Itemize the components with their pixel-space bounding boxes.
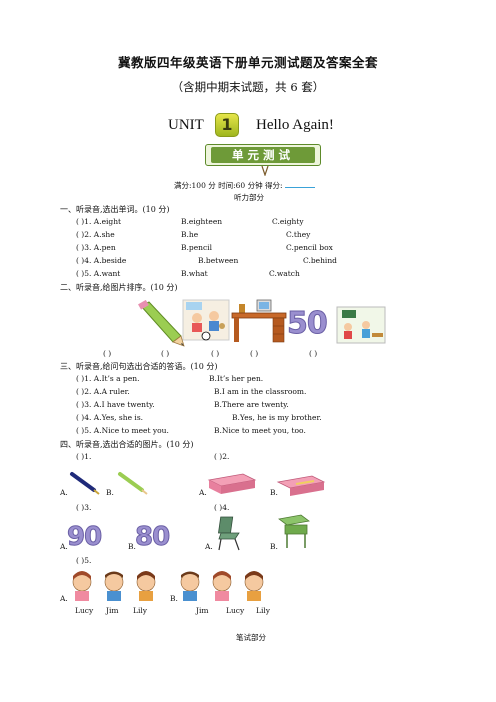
s1-q5-c: C.watch xyxy=(269,269,300,278)
s3-q1[interactable]: ( )1. A.It’s a pen. xyxy=(76,374,140,383)
s4-q4-label-a: A. xyxy=(205,542,213,551)
kids-playing-image xyxy=(182,299,230,341)
s1-q4-b: B.between xyxy=(198,256,239,265)
desk-image xyxy=(278,514,310,548)
test-banner: 单元测试 xyxy=(205,144,321,166)
pencil-small-image xyxy=(118,472,148,495)
number-eighty-image: 80 xyxy=(134,522,170,553)
section3-heading: 三、听录音,给问句选出合适的答语。(10 分) xyxy=(60,362,218,371)
s2-blank-3[interactable]: ( ) xyxy=(211,349,220,358)
s4-q5-label-b: B. xyxy=(170,594,178,603)
unit-prefix: UNIT xyxy=(168,117,204,133)
s1-q1-b: B.eighteen xyxy=(181,217,223,226)
name-b-2: Lucy xyxy=(226,606,245,615)
number-ninety-image: 90 xyxy=(66,522,102,553)
pencil-box-open-image xyxy=(276,475,326,496)
document-title: 冀教版四年级英语下册单元测试题及答案全套 xyxy=(117,55,378,70)
banner-hanger-icon xyxy=(261,166,269,176)
name-a-2: Jim xyxy=(106,606,119,615)
name-a-1: Lucy xyxy=(75,606,94,615)
s3-q3[interactable]: ( )3. A.I have twenty. xyxy=(76,400,155,409)
s1-q5-b: B.what xyxy=(181,269,208,278)
s4-q3-label-b: B. xyxy=(128,542,136,551)
s4-q1-label-b: B. xyxy=(106,488,114,497)
name-b-3: Lily xyxy=(256,606,271,615)
kids-group-a-image xyxy=(72,571,156,601)
chair-image xyxy=(218,516,240,551)
s2-blank-5[interactable]: ( ) xyxy=(309,349,318,358)
s2-blank-2[interactable]: ( ) xyxy=(161,349,170,358)
s1-q4-c: C.behind xyxy=(303,256,337,265)
kids-group-b-image xyxy=(180,571,264,601)
s1-q5[interactable]: ( )5. A.want xyxy=(76,269,121,278)
s4-q3[interactable]: ( )3. xyxy=(76,503,92,512)
score-text: 满分:100 分 时间:60 分钟 得分: xyxy=(174,181,283,190)
s1-q3-b: B.pencil xyxy=(181,243,212,252)
s2-blank-1[interactable]: ( ) xyxy=(103,349,112,358)
section1-heading: 一、听录音,选出单词。(10 分) xyxy=(60,205,170,214)
unit-heading: UNIT 1 Hello Again! xyxy=(0,113,496,139)
s3-q1-b: B.It’s her pen. xyxy=(209,374,264,383)
s1-q3[interactable]: ( )3. A.pen xyxy=(76,243,116,252)
s3-q2[interactable]: ( )2. A.A ruler. xyxy=(76,387,130,396)
s3-q5-b: B.Nice to meet you, too. xyxy=(214,426,306,435)
s1-q1[interactable]: ( )1. A.eight xyxy=(76,217,122,226)
s3-q4-b: B.Yes, he is my brother. xyxy=(232,413,322,422)
s4-q1[interactable]: ( )1. xyxy=(76,452,92,461)
desk-computer-image xyxy=(231,299,287,343)
banner-text: 单元测试 xyxy=(211,147,315,163)
s4-q1-label-a: A. xyxy=(60,488,68,497)
s2-blank-4[interactable]: ( ) xyxy=(250,349,259,358)
s3-q2-b: B.I am in the classroom. xyxy=(214,387,307,396)
pencil-image xyxy=(138,300,185,347)
name-b-1: Jim xyxy=(196,606,209,615)
s1-q2-c: C.they xyxy=(286,230,311,239)
s4-q5-label-a: A. xyxy=(60,594,68,603)
name-a-3: Lily xyxy=(133,606,148,615)
listening-header: 听力部分 xyxy=(234,193,264,202)
s4-q2-label-b: B. xyxy=(270,488,278,497)
s4-q2-label-a: A. xyxy=(199,488,207,497)
s1-q3-c: C.pencil box xyxy=(286,243,333,252)
s1-q2[interactable]: ( )2. A.she xyxy=(76,230,115,239)
s3-q5[interactable]: ( )5. A.Nice to meet you. xyxy=(76,426,169,435)
s1-q4[interactable]: ( )4. A.beside xyxy=(76,256,127,265)
s4-q3-label-a: A. xyxy=(60,542,68,551)
pencil-box-image xyxy=(207,473,257,494)
s4-q5[interactable]: ( )5. xyxy=(76,556,92,565)
pen-image xyxy=(70,472,100,495)
number-fifty-image: 50 xyxy=(287,306,329,342)
s1-q1-c: C.eighty xyxy=(272,217,304,226)
s3-q3-b: B.There are twenty. xyxy=(214,400,289,409)
unit-name: Hello Again! xyxy=(256,117,334,133)
s4-q2[interactable]: ( )2. xyxy=(214,452,230,461)
written-header: 笔试部分 xyxy=(236,633,266,642)
section2-heading: 二、听录音,给图片排序。(10 分) xyxy=(60,283,178,292)
section4-heading: 四、听录音,选出合适的图片。(10 分) xyxy=(60,440,194,449)
s3-q4[interactable]: ( )4. A.Yes, she is. xyxy=(76,413,144,422)
s4-q4-label-b: B. xyxy=(270,542,278,551)
score-blank[interactable] xyxy=(284,179,315,188)
classroom-image xyxy=(336,306,386,344)
document-subtitle: （含期中期末试题，共 6 套） xyxy=(171,80,325,94)
score-line: 满分:100 分 时间:60 分钟 得分: xyxy=(174,179,315,191)
unit-number-badge: 1 xyxy=(215,113,239,137)
s4-q4[interactable]: ( )4. xyxy=(214,503,230,512)
s1-q2-b: B.he xyxy=(181,230,199,239)
